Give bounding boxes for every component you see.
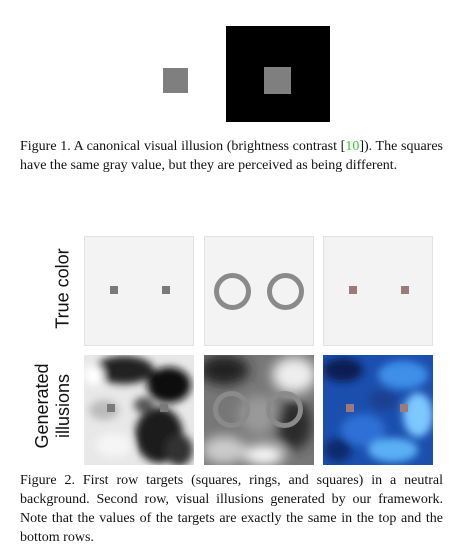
- panel-true-squares: [84, 236, 194, 346]
- target-square: [110, 286, 118, 294]
- panel-true-rings: [204, 236, 314, 346]
- target-square: [400, 404, 408, 412]
- panel-illusion-rose-squares: [323, 355, 433, 465]
- figure1-black-background: [226, 26, 330, 122]
- illusion-texture: [84, 355, 194, 465]
- citation-link[interactable]: 10: [345, 139, 360, 154]
- panel-illusion-squares: [84, 355, 194, 465]
- panel-illusion-rings: [204, 355, 314, 465]
- target-ring: [266, 391, 303, 428]
- figure2-caption: Figure 2. First row targets (squares, ri…: [20, 473, 443, 545]
- target-square: [162, 286, 170, 294]
- target-square: [346, 404, 354, 412]
- target-ring: [213, 391, 250, 428]
- illusion-texture: [323, 355, 433, 465]
- target-square: [107, 404, 115, 412]
- row-label-true-color: True color: [52, 248, 73, 329]
- figure1-caption: Figure 1. A canonical visual illusion (b…: [20, 139, 443, 173]
- figure1-gray-square: [163, 68, 188, 93]
- target-ring: [214, 273, 251, 310]
- target-ring: [267, 273, 304, 310]
- target-square: [401, 286, 409, 294]
- panel-true-rose-squares: [323, 236, 433, 346]
- target-square: [349, 286, 357, 294]
- figure1-gray-square-on-black: [264, 67, 291, 94]
- target-square: [160, 404, 168, 412]
